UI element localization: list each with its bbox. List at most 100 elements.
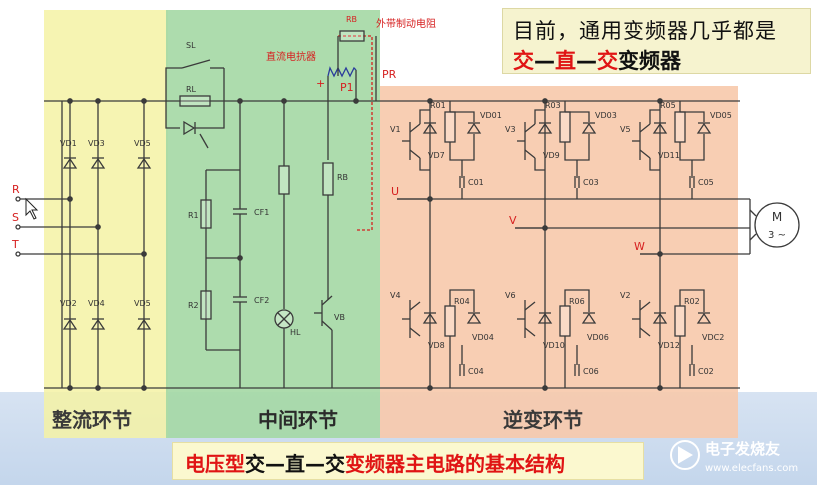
motor-phase-label: 3 ~ <box>768 230 786 241</box>
freewheel-diode-label: VD11 <box>658 151 680 160</box>
resistor-r2 <box>200 290 212 320</box>
transistor-collector <box>524 301 536 311</box>
watermark-logo: 电子发烧友 www.elecfans.com <box>670 440 798 474</box>
transistor-emitter <box>321 320 333 331</box>
snubber-capacitor-label: C04 <box>468 367 484 376</box>
input-label-s: S <box>12 211 19 224</box>
wire <box>165 67 182 101</box>
wire <box>565 111 590 122</box>
transistor-collector <box>639 123 651 133</box>
resistor-hl-series <box>278 165 290 195</box>
snubber-resistor-label: R06 <box>569 297 585 306</box>
caption-box: 电压型交—直—交变频器主电路的基本结构 <box>172 442 644 480</box>
motor-symbol <box>754 202 800 248</box>
snubber-capacitor-label: C05 <box>698 178 714 187</box>
junction-dot <box>95 98 101 104</box>
external-rb-label: RB <box>346 15 357 24</box>
junction-dot <box>657 251 663 257</box>
wire <box>534 158 545 171</box>
transistor-emitter <box>524 327 536 337</box>
input-terminal <box>15 251 21 257</box>
input-terminal <box>15 196 21 202</box>
callout-dash: — <box>576 49 597 73</box>
rectifier-diode-bottom <box>136 318 152 330</box>
snubber-diode-label: VD06 <box>587 333 609 342</box>
callout-line-2: 交—直—交变频器 <box>513 45 681 75</box>
rectifier-diode-label: VD3 <box>88 139 105 148</box>
wire <box>419 158 430 171</box>
snubber-capacitor-label: C01 <box>468 178 484 187</box>
rectifier-diode-bottom <box>62 318 78 330</box>
caption-converter: 变频器 <box>345 452 405 476</box>
wire <box>534 109 545 124</box>
input-label-r: R <box>12 183 20 196</box>
freewheel-diode <box>422 122 438 134</box>
junction-dot <box>427 385 433 391</box>
junction-dot <box>95 385 101 391</box>
capacitor-cf1-label: CF1 <box>254 208 269 217</box>
junction-dot <box>657 98 663 104</box>
junction-dot <box>67 196 73 202</box>
junction-dot <box>542 225 548 231</box>
external-wire <box>338 35 373 231</box>
freewheel-diode <box>652 312 668 324</box>
junction-dot <box>237 255 243 261</box>
callout-box: 目前，通用变频器几乎都是 交—直—交变频器 <box>502 8 811 74</box>
rectifier-diode-top <box>62 157 78 169</box>
snubber-diode <box>696 122 712 134</box>
snubber-diode <box>466 122 482 134</box>
freewheel-diode <box>537 312 553 324</box>
transistor-emitter <box>409 149 421 159</box>
wire <box>649 109 660 124</box>
wire <box>195 101 225 129</box>
snubber-resistor-label: R02 <box>684 297 700 306</box>
rectifier-diode-label: VD2 <box>60 299 77 308</box>
external-brake-resistor <box>339 30 365 42</box>
wire <box>449 289 475 312</box>
freewheel-diode <box>422 312 438 324</box>
transistor-vb-label: VB <box>334 313 345 322</box>
transistor-emitter <box>524 149 536 159</box>
dc-link-region <box>166 10 380 438</box>
junction-dot <box>141 385 147 391</box>
plus-terminal-label: + <box>316 77 325 90</box>
inverter-region <box>380 86 738 438</box>
relay-contact <box>181 59 211 69</box>
phase-label-w: W <box>634 240 645 253</box>
freewheel-diode <box>652 122 668 134</box>
junction-dot <box>141 98 147 104</box>
snubber-diode <box>466 312 482 324</box>
junction-dot <box>657 385 663 391</box>
callout-converter: 变频器 <box>618 49 681 73</box>
input-terminal <box>15 224 21 230</box>
wire <box>749 233 757 241</box>
transistor-emitter <box>639 327 651 337</box>
elecfans-icon <box>670 440 700 470</box>
resistor-r1-label: R1 <box>188 211 199 220</box>
resistor-rb-label: RB <box>337 173 348 182</box>
junction-dot <box>237 98 243 104</box>
transistor-collector <box>639 301 651 311</box>
relay-rl-resistor <box>179 95 211 107</box>
relay-sl-label: SL <box>186 41 196 50</box>
snubber-resistor <box>559 111 571 143</box>
lamp-hl-label: HL <box>290 328 301 337</box>
snubber-capacitor-label: C03 <box>583 178 599 187</box>
transistor-emitter <box>639 149 651 159</box>
rectifier-diode-bottom <box>90 318 106 330</box>
callout-ac: 交 <box>597 49 618 73</box>
transistor-collector <box>524 123 536 133</box>
snubber-resistor <box>674 111 686 143</box>
wire <box>419 109 430 124</box>
pr-terminal-label: PR <box>382 68 397 81</box>
callout-dash: — <box>534 49 555 73</box>
rectifier-diode-top <box>90 157 106 169</box>
wire <box>564 289 590 312</box>
wire <box>680 111 705 122</box>
snubber-resistor-label: R04 <box>454 297 470 306</box>
snubber-diode <box>581 122 597 134</box>
snubber-resistor <box>444 305 456 337</box>
caption-voltage-type: 电压型 <box>185 452 245 476</box>
snubber-diode-label: VDC2 <box>702 333 724 342</box>
